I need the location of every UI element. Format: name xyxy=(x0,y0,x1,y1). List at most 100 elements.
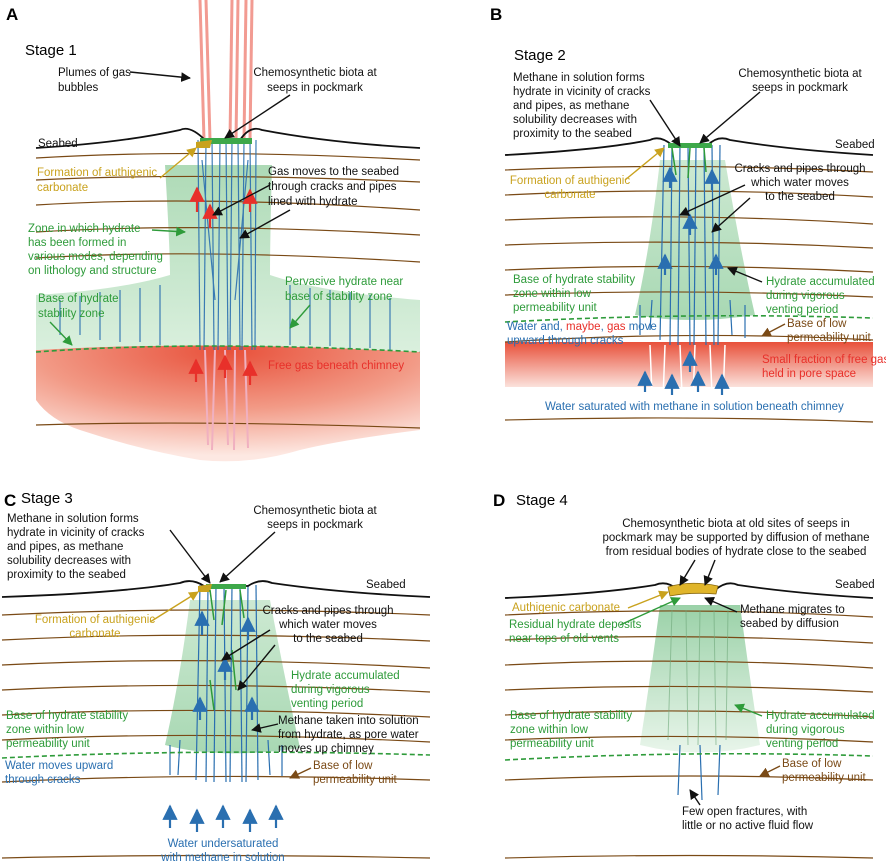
strata-c xyxy=(1,609,431,859)
biota-arrow-a xyxy=(224,94,291,139)
pipes-a xyxy=(59,139,391,351)
gas-moves-arrow-2 xyxy=(239,209,291,239)
few-fractures-arrow xyxy=(689,789,701,806)
water-saturated-label: Water saturated with methane in solution… xyxy=(545,401,844,413)
gas-arrows-a xyxy=(188,186,258,385)
biota-mat-b xyxy=(668,143,712,148)
panel-d-letter: D xyxy=(493,491,505,510)
carbonate-arrow-b xyxy=(624,147,665,181)
biota-mat-a xyxy=(200,138,252,144)
panel-b-letter: B xyxy=(490,5,502,24)
carbonate-arrow-a xyxy=(159,147,197,179)
seabed-label-d: Seabed xyxy=(835,579,875,591)
base-stability-arrow-a xyxy=(49,321,73,346)
base-low-arrow-d xyxy=(759,765,781,777)
base-hydrate-stability-b xyxy=(504,314,874,323)
base-hydrate-stability-d xyxy=(504,752,874,761)
accumulated-arrow-b xyxy=(727,266,763,283)
accumulated-arrow-d xyxy=(734,703,763,717)
biota-arrow-c xyxy=(219,531,276,583)
cracks-arrow-c1 xyxy=(221,629,271,661)
panel-d: D Stage 4 Seabed Chemosynthetic biota at… xyxy=(493,491,875,859)
water-arrows-c xyxy=(162,610,284,832)
zone-arrow xyxy=(151,226,186,237)
cracks-arrow-b1 xyxy=(679,184,746,216)
hydrate-zone-a xyxy=(36,165,420,352)
base-hydrate-stability-a xyxy=(35,345,421,353)
water-arrows-b xyxy=(637,166,730,395)
methane-arrow-c xyxy=(169,529,211,584)
carbonate-a xyxy=(196,140,212,148)
panel-a-stage: Stage 1 xyxy=(25,42,77,59)
panel-c-stage: Stage 3 xyxy=(21,490,73,507)
biota-mat-c xyxy=(206,584,246,589)
free-gas-zone xyxy=(36,345,420,462)
biota-label-d: Chemosynthetic biota at old sites of see… xyxy=(603,518,870,558)
strata-d xyxy=(504,610,874,859)
faint-veins-d xyxy=(667,609,729,746)
base-low-arrow-b xyxy=(761,323,786,337)
panel-b-stage: Stage 2 xyxy=(514,47,566,64)
base-low-arrow-c xyxy=(289,767,312,779)
gas-moves-arrow-1 xyxy=(212,184,271,216)
panel-c: C Stage 3 Seabed Methane in solution for… xyxy=(1,490,431,864)
carbonate-d xyxy=(667,582,719,597)
hydrate-zone-d xyxy=(640,605,760,753)
carbonate-c xyxy=(198,584,212,592)
biota-arrow-d1 xyxy=(679,559,696,586)
cracks-arrow-b2 xyxy=(711,197,751,233)
free-gas-label: Free gas beneath chimney xyxy=(268,360,404,372)
panel-b: B Stage 2 Seabed Methane in solution for… xyxy=(490,5,886,423)
gas-plumes xyxy=(198,0,254,141)
pervasive-arrow xyxy=(289,304,311,329)
seabed-label-b: Seabed xyxy=(835,139,875,151)
panel-c-letter: C xyxy=(4,491,16,510)
biota-arrow-b xyxy=(699,91,761,144)
strata-a xyxy=(35,152,421,429)
panel-d-stage: Stage 4 xyxy=(516,492,568,509)
migrates-arrow xyxy=(704,597,738,613)
seabed-label-c: Seabed xyxy=(366,579,406,591)
methane-taken-arrow xyxy=(251,723,279,733)
biota-arrow-d2 xyxy=(703,559,716,586)
carbonate-arrow-d xyxy=(627,590,669,609)
carbonate-arrow-c xyxy=(149,591,199,623)
plumes-arrow xyxy=(129,71,191,82)
seabed-label-a: Seabed xyxy=(38,138,78,150)
methane-arrow-b xyxy=(649,99,681,147)
carbonate-label-d: Authigenic carbonate xyxy=(512,602,620,614)
